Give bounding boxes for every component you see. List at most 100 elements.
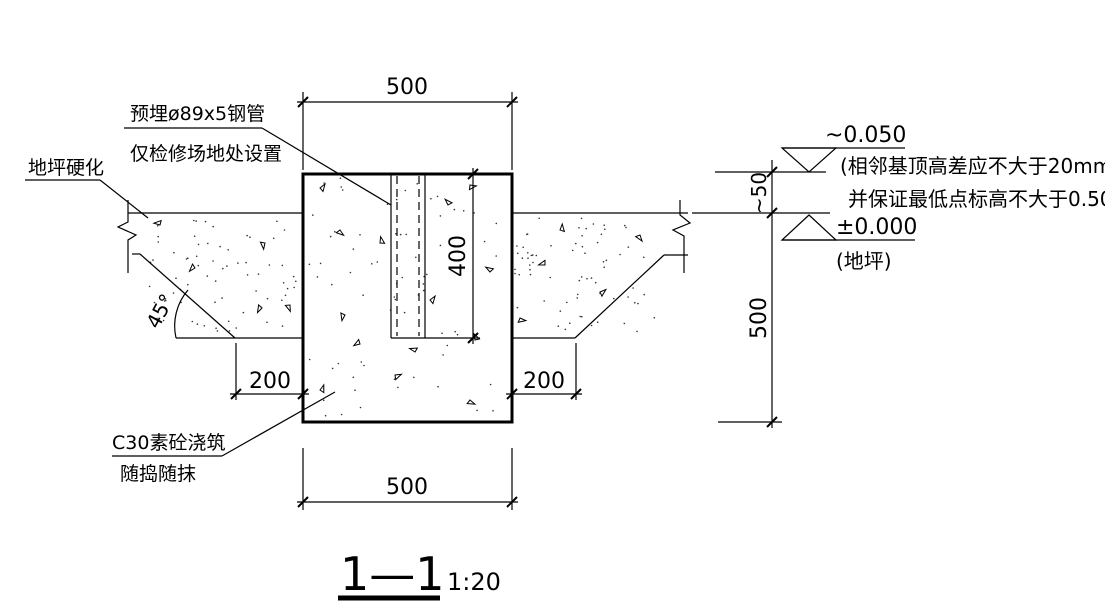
stipple-dot — [153, 301, 156, 304]
stipple-dot — [260, 306, 263, 309]
aggregate-mark — [352, 338, 361, 347]
stipple-dot — [216, 330, 219, 332]
aggregate-mark — [284, 304, 291, 313]
stipple-dot — [359, 406, 362, 409]
dim-bottom-width-text: 500 — [386, 475, 428, 500]
stipple-dot — [643, 256, 645, 259]
stipple-dot — [600, 233, 603, 236]
aggregate-mark — [152, 219, 162, 226]
aggregate-mark — [468, 184, 478, 191]
stipple-dot — [522, 246, 524, 249]
stipple-dot — [394, 298, 397, 301]
stipple-dot — [521, 257, 524, 259]
dim-left-step: 200 — [230, 343, 309, 400]
stipple-dot — [193, 235, 196, 237]
aggregate-mark — [188, 263, 196, 273]
stipple-dot — [529, 273, 532, 276]
stipple-dot — [576, 293, 579, 296]
stipple-dot — [281, 325, 284, 327]
stipple-dot — [602, 261, 605, 263]
stipple-dot — [212, 260, 214, 262]
stipple-dot — [596, 241, 599, 244]
stipple-dot — [516, 245, 518, 247]
leader-pipe: 预埋ø89x5钢管 仅检修场地处设置 — [124, 103, 392, 206]
stipple-dot — [221, 297, 223, 299]
stipple-dot — [437, 385, 439, 388]
dim-right-step: 200 — [506, 343, 582, 400]
aggregate-mark — [559, 222, 566, 233]
stipple-dot — [581, 315, 583, 318]
stipple-dot — [476, 409, 478, 412]
stipple-dot — [637, 302, 639, 305]
stipple-dot — [173, 251, 175, 254]
dim-top-width: 500 — [297, 75, 518, 170]
stipple-dot — [334, 230, 336, 233]
stipple-dot — [456, 333, 459, 336]
dim-right-chain: ~50 500 — [692, 160, 830, 428]
stipple-dot — [594, 281, 597, 284]
stipple-dot — [165, 299, 167, 302]
stipple-dot — [627, 296, 629, 298]
concrete-label-line-2: 随捣随抹 — [120, 463, 196, 485]
stipple-dot — [395, 198, 398, 201]
stipple-dot — [266, 297, 269, 300]
stipple-dot — [164, 298, 167, 300]
stipple-dot — [422, 283, 425, 285]
stipple-dot — [483, 240, 486, 243]
dim-pipe-depth: 400 — [425, 168, 480, 344]
stipple-dot — [341, 189, 344, 191]
stipple-dot — [362, 294, 364, 297]
stipple-dot — [604, 228, 606, 231]
aggregate-mark — [259, 241, 266, 251]
stipple-dot — [283, 229, 286, 231]
stipple-dot — [228, 330, 231, 332]
stipple-dot — [401, 276, 404, 279]
stipple-dot — [492, 410, 494, 412]
concrete-label-line-1: C30素砼浇筑 — [112, 432, 225, 454]
stipple-dot — [316, 276, 319, 278]
stipple-dot — [257, 273, 260, 275]
aggregate-mark — [319, 383, 325, 394]
stipple-dot — [579, 315, 581, 318]
stipple-dot — [575, 242, 577, 245]
stipple-dot — [439, 215, 442, 217]
stipple-dot — [514, 268, 516, 271]
aggregate-mark — [537, 259, 546, 266]
stipple-dot — [237, 262, 239, 264]
stipple-dot — [360, 361, 363, 363]
elevation-upper-note-2: 并保证最低点标高不大于0.500r — [848, 187, 1105, 211]
stipple-dot — [245, 261, 247, 264]
break-symbol-left — [116, 200, 138, 273]
stipple-dot — [603, 224, 605, 226]
stipple-dot — [191, 320, 194, 323]
stipple-dot — [415, 256, 417, 259]
stipple-dot — [349, 271, 352, 274]
stipple-dot — [323, 182, 325, 184]
stipple-dot — [578, 279, 581, 282]
stipple-dot — [596, 321, 599, 324]
stipple-dot — [436, 195, 439, 198]
stipple-dot — [352, 248, 355, 250]
stipple-dot — [526, 233, 528, 236]
aggregate-mark — [599, 288, 608, 298]
aggregate-mark — [256, 303, 263, 315]
stipple-dot — [416, 183, 419, 185]
stipple-dot — [193, 219, 195, 222]
stipple-dot — [559, 310, 562, 312]
stipple-dot — [518, 273, 520, 276]
stipple-dot — [222, 267, 224, 270]
stipple-dot — [331, 283, 333, 286]
stipple-dot — [266, 321, 268, 324]
stipple-dot — [442, 354, 444, 356]
stipple-dot — [282, 282, 285, 284]
stipple-dot — [634, 301, 636, 304]
ground-slab — [128, 212, 688, 343]
stipple-dot — [187, 283, 189, 286]
stipple-dot — [215, 327, 217, 330]
leader-ground: 地坪硬化 — [25, 157, 149, 219]
stipple-dot — [156, 317, 158, 320]
stipple-dot — [242, 311, 245, 314]
stipple-dot — [399, 233, 402, 236]
stipple-dot — [196, 323, 199, 325]
stipple-dot — [195, 255, 198, 258]
